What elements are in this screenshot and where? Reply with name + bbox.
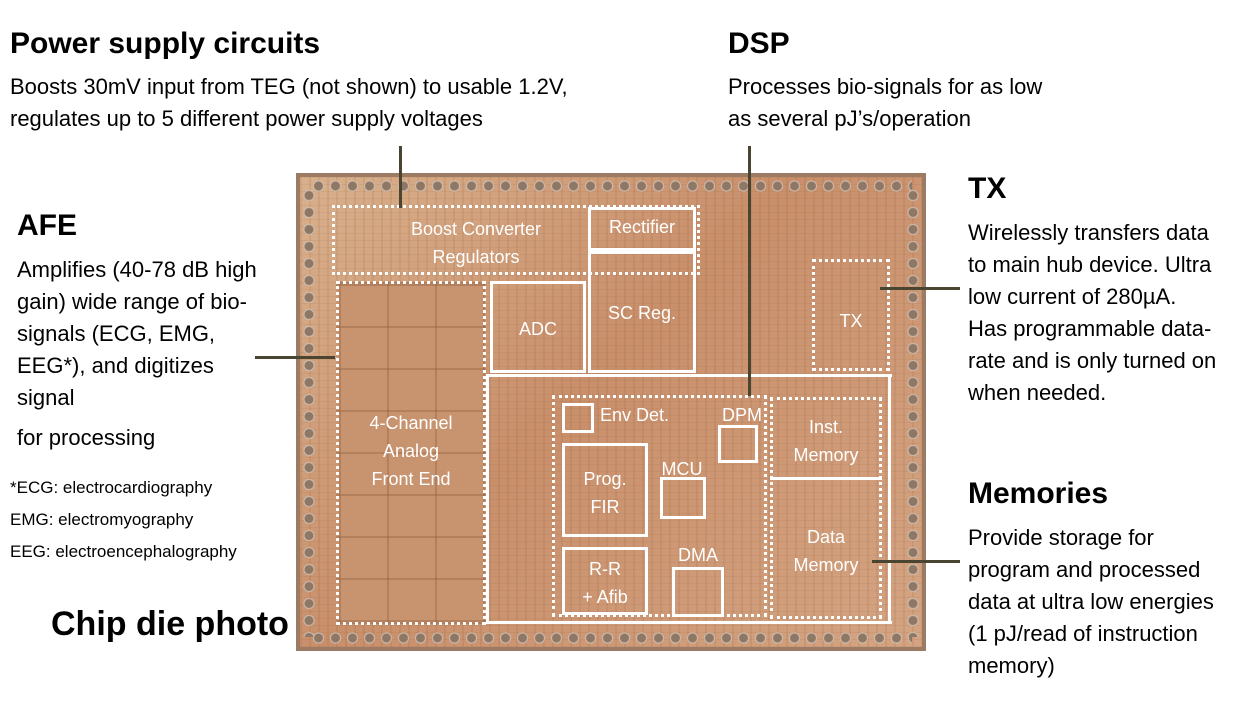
bond-pads-left — [302, 187, 316, 637]
afe-desc-line: signal — [17, 385, 75, 410]
dma-block — [672, 567, 724, 617]
dsp-desc-line: as several pJ’s/operation — [728, 106, 971, 131]
tx-desc-line: Has programmable data- — [968, 316, 1212, 341]
tx-label: TX — [839, 311, 863, 331]
bond-pads-right — [906, 187, 920, 637]
afe-leader-line — [255, 356, 335, 359]
env-det-label: Env Det. — [600, 405, 670, 425]
power-description: Boosts 30mV input from TEG (not shown) t… — [10, 71, 568, 135]
mcu-block — [660, 477, 706, 519]
prog-fir-label-1: Prog. — [583, 469, 627, 489]
rr-afib-label-1: R-R — [589, 559, 621, 579]
memories-description: Provide storage for program and processe… — [968, 522, 1214, 682]
chip-die-caption: Chip die photo — [51, 605, 289, 643]
bond-pads-top — [310, 179, 912, 193]
rectifier-block — [588, 207, 696, 251]
tx-desc-line: to main hub device. Ultra — [968, 252, 1212, 277]
dsp-outline-top — [486, 374, 892, 377]
sc-reg-label: SC Reg. — [607, 303, 677, 323]
power-title: Power supply circuits — [10, 27, 321, 60]
afe-desc-line: for processing — [17, 425, 156, 450]
memories-title: Memories — [968, 477, 1109, 510]
dsp-outline-left — [486, 374, 489, 624]
dsp-outline-right — [888, 374, 891, 624]
dsp-outline-bottom — [486, 621, 892, 624]
dsp-leader-line — [748, 146, 751, 396]
dsp-desc-line: Processes bio-signals for as low — [728, 74, 1043, 99]
tx-desc-line: low current of 280µA. — [968, 284, 1177, 309]
rr-afib-label-2: + Afib — [582, 587, 628, 607]
tx-desc-line: rate and is only turned on — [968, 348, 1217, 373]
power-leader-line — [399, 146, 402, 208]
afe-footnotes: *ECG: electrocardiography EMG: electromy… — [10, 472, 237, 568]
data-memory-label-2: Memory — [793, 555, 859, 575]
memories-desc-line: program and processed — [968, 557, 1201, 582]
boost-converter-label: Boost Converter — [410, 219, 542, 239]
prog-fir-block — [562, 443, 648, 537]
dpm-block — [718, 425, 758, 463]
tx-description: Wirelessly transfers data to main hub de… — [968, 217, 1216, 409]
memories-desc-line: data at ultra low energies — [968, 589, 1214, 614]
rectifier-label: Rectifier — [608, 217, 675, 237]
rr-afib-block — [562, 547, 648, 615]
dpm-label: DPM — [722, 405, 762, 425]
power-desc-line: regulates up to 5 different power supply… — [10, 106, 483, 131]
tx-desc-line: Wirelessly transfers data — [968, 220, 1209, 245]
mcu-label: MCU — [661, 459, 703, 479]
afe-desc-line: EEG*), and digitizes — [17, 353, 214, 378]
regulators-label: Regulators — [432, 247, 520, 267]
power-desc-line: Boosts 30mV input from TEG (not shown) t… — [10, 74, 568, 99]
adc-block — [490, 281, 586, 373]
footnote: *ECG: electrocardiography — [10, 478, 213, 497]
afe-label-1: 4-Channel — [369, 413, 453, 433]
afe-desc-line: gain) wide range of bio- — [17, 289, 247, 314]
afe-title: AFE — [17, 209, 77, 242]
afe-label-2: Analog — [382, 441, 440, 461]
tx-leader-line — [880, 287, 960, 290]
afe-desc-line: Amplifies (40-78 dB high — [17, 257, 257, 282]
tx-desc-line: when needed. — [968, 380, 1107, 405]
dsp-core-region — [552, 395, 767, 617]
memory-region — [770, 397, 882, 619]
memories-desc-line: (1 pJ/read of instruction — [968, 621, 1198, 646]
afe-description: Amplifies (40-78 dB high gain) wide rang… — [17, 254, 257, 454]
env-det-block — [562, 403, 594, 433]
memories-desc-line: memory) — [968, 653, 1055, 678]
sc-reg-block — [588, 251, 696, 373]
afe-label-3: Front End — [371, 469, 451, 489]
footnote: EEG: electroencephalography — [10, 542, 237, 561]
data-memory-label-1: Data — [806, 527, 846, 547]
power-supply-region — [332, 205, 700, 275]
adc-label: ADC — [518, 319, 557, 339]
tx-title: TX — [968, 172, 1007, 205]
tx-block — [812, 259, 890, 371]
memory-divider — [770, 477, 882, 480]
prog-fir-label-2: FIR — [590, 497, 620, 517]
footnote: EMG: electromyography — [10, 510, 194, 529]
dsp-description: Processes bio-signals for as low as seve… — [728, 71, 1042, 135]
dsp-title: DSP — [728, 27, 790, 60]
inst-memory-label-2: Memory — [793, 445, 859, 465]
bond-pads-bottom — [310, 631, 912, 645]
inst-memory-label-1: Inst. — [808, 417, 843, 437]
memories-leader-line — [872, 560, 960, 563]
afe-desc-line: signals (ECG, EMG, — [17, 321, 216, 346]
chip-die-photo: Boost Converter Regulators Rectifier 4-C… — [296, 173, 926, 651]
afe-block — [336, 281, 486, 625]
dma-label: DMA — [678, 545, 718, 565]
memories-desc-line: Provide storage for — [968, 525, 1154, 550]
